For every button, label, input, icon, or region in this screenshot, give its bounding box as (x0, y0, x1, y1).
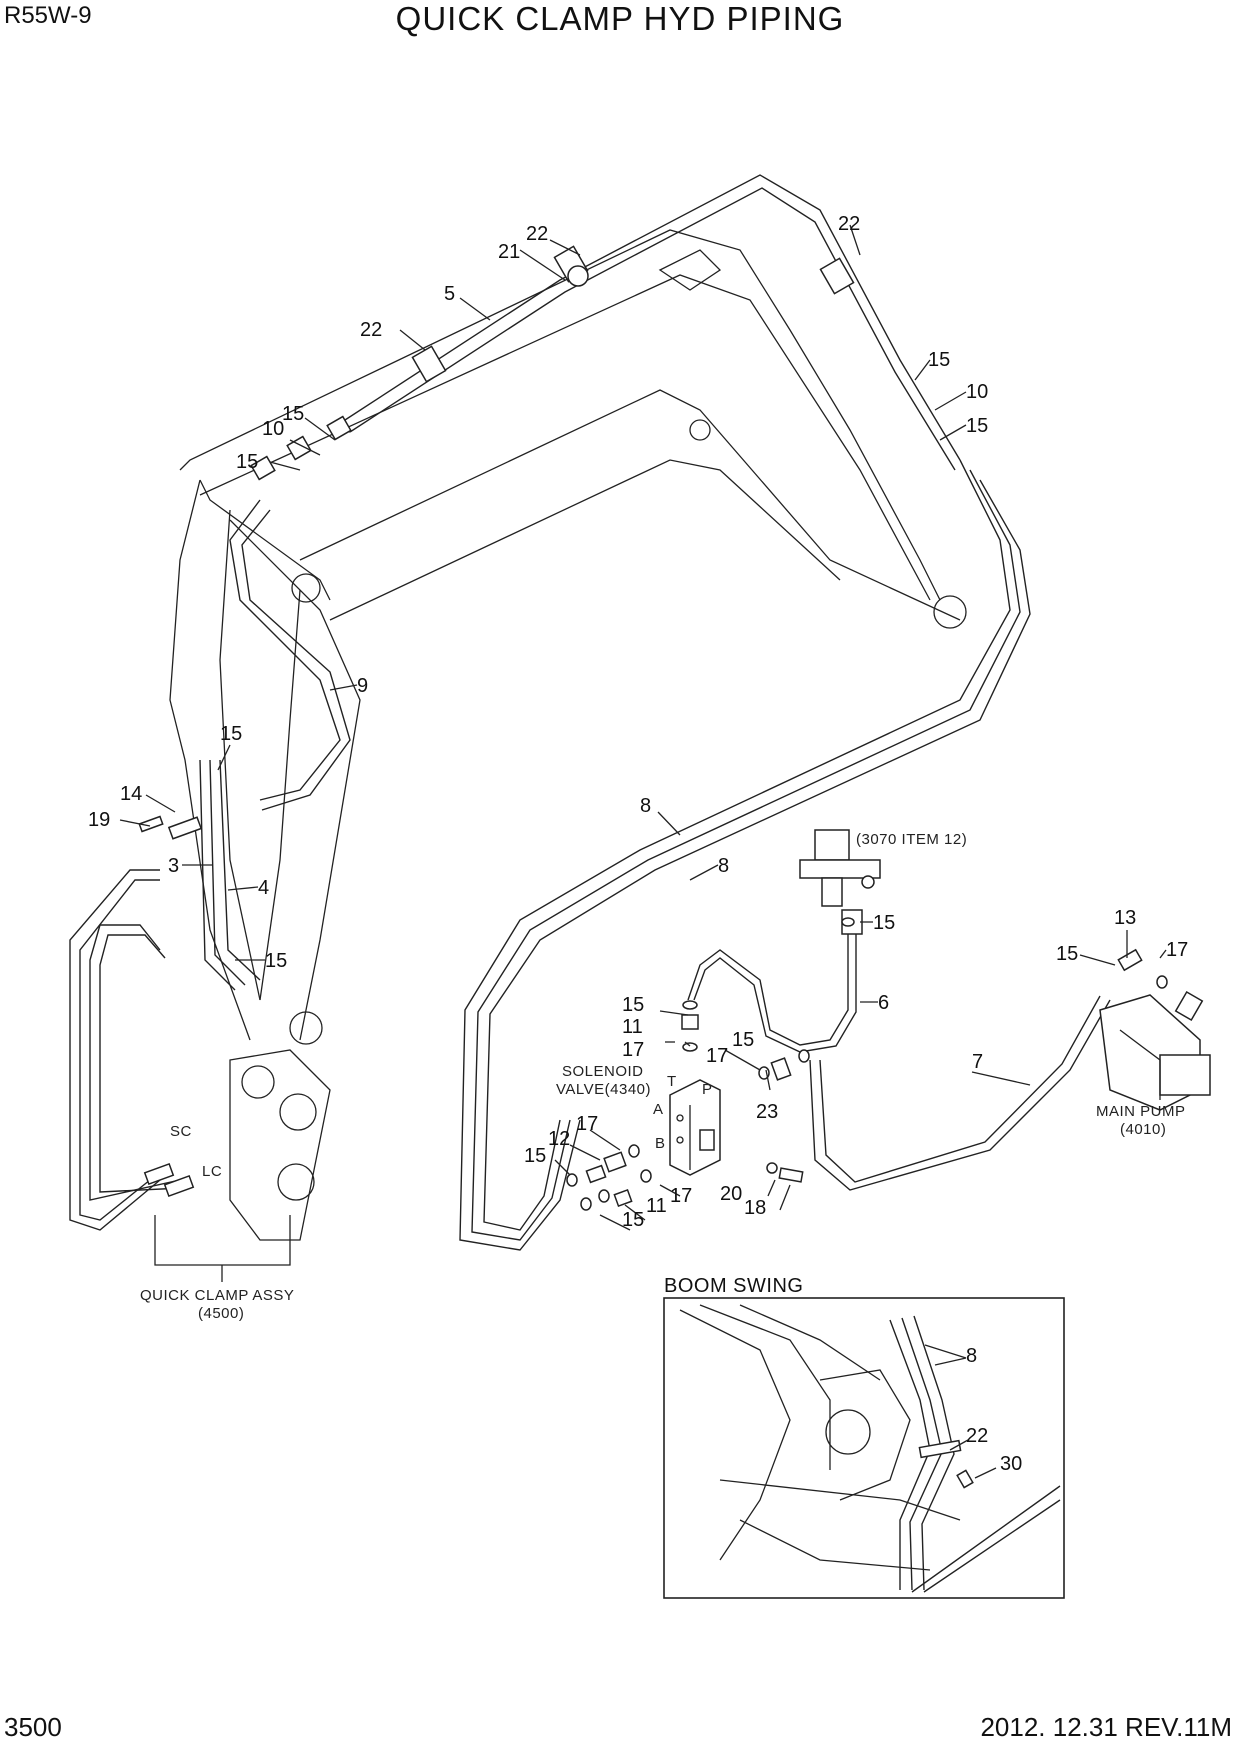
main-pump-label: MAIN PUMP (1096, 1103, 1186, 1120)
callout-15: 15 (220, 723, 242, 745)
callout-15: 15 (236, 451, 258, 473)
callout-22: 22 (966, 1425, 988, 1447)
port-b-label: B (655, 1135, 666, 1152)
callout-3: 3 (168, 855, 179, 877)
quick-clamp-assembly (143, 1049, 331, 1282)
callout-17: 17 (576, 1113, 598, 1135)
notes: (3070 ITEM 12) SOLENOID VALVE(4340) MAIN… (140, 831, 1186, 1322)
callout-15: 15 (622, 1209, 644, 1231)
callout-22: 22 (360, 319, 382, 341)
callout-22: 22 (526, 223, 548, 245)
main-pump (1099, 994, 1211, 1111)
callout-5: 5 (444, 283, 455, 305)
main-pump-label: (4010) (1120, 1121, 1166, 1138)
revision-date: 2012. 12.31 REV.11M (980, 1712, 1232, 1742)
callout-17: 17 (670, 1185, 692, 1207)
hose-7 (809, 995, 1111, 1191)
fittings (138, 815, 1204, 1211)
clamp-hoses (69, 759, 261, 1231)
port-sc-label: SC (170, 1123, 192, 1140)
boom-swing-inset: BOOM SWING 8 22 30 (663, 1275, 1065, 1599)
callout-17: 17 (706, 1045, 728, 1067)
boom-pipes (338, 174, 961, 471)
port-t-label: T (667, 1073, 677, 1090)
callout-10: 10 (262, 418, 284, 440)
callout-15: 15 (265, 950, 287, 972)
callout-8: 8 (718, 855, 729, 877)
callout-15: 15 (732, 1029, 754, 1051)
callout-15: 15 (966, 415, 988, 437)
callout-8: 8 (640, 795, 651, 817)
callout-15: 15 (873, 912, 895, 934)
callout-19: 19 (88, 809, 110, 831)
port-lc-label: LC (202, 1163, 222, 1180)
solenoid-valve-label: SOLENOID (562, 1063, 644, 1080)
callout-8: 8 (966, 1345, 977, 1367)
callout-23: 23 (756, 1101, 778, 1123)
boom-drawing (169, 229, 967, 1045)
callout-15: 15 (928, 349, 950, 371)
callouts: 22 21 5 22 22 15 10 15 15 10 15 9 15 14 … (88, 213, 1188, 1231)
callout-17: 17 (1166, 939, 1188, 961)
solenoid-valve (669, 1079, 721, 1176)
callout-4: 4 (258, 877, 269, 899)
page-number: 3500 (4, 1712, 62, 1742)
callout-18: 18 (744, 1197, 766, 1219)
callout-11: 11 (622, 1016, 643, 1038)
callout-11: 11 (646, 1195, 667, 1217)
port-p-label: P (702, 1081, 713, 1098)
port-a-label: A (653, 1101, 664, 1118)
callout-15: 15 (1056, 943, 1078, 965)
inset-heading: BOOM SWING (664, 1275, 803, 1297)
callout-17: 17 (622, 1039, 644, 1061)
long-hoses (459, 459, 1031, 1251)
item-reference-note: (3070 ITEM 12) (856, 831, 967, 848)
model-code: R55W-9 (4, 2, 92, 29)
callout-15: 15 (524, 1145, 546, 1167)
callout-15: 15 (282, 403, 304, 425)
callout-14: 14 (120, 783, 142, 805)
callout-30: 30 (1000, 1453, 1022, 1475)
quick-clamp-label: QUICK CLAMP ASSY (140, 1287, 294, 1304)
arm-pipes (229, 415, 352, 811)
callout-7: 7 (972, 1051, 983, 1073)
callout-22: 22 (838, 213, 860, 235)
callout-13: 13 (1114, 907, 1136, 929)
leader-lines (119, 224, 1167, 1231)
solenoid-reference-part (799, 829, 881, 907)
callout-9: 9 (357, 675, 368, 697)
callout-21: 21 (498, 241, 520, 263)
callout-12: 12 (548, 1128, 570, 1150)
page-title: QUICK CLAMP HYD PIPING (395, 0, 845, 37)
callout-10: 10 (966, 381, 988, 403)
hose-6 (687, 909, 863, 1053)
quick-clamp-label: (4500) (198, 1305, 244, 1322)
callout-6: 6 (878, 992, 889, 1014)
callout-20: 20 (720, 1183, 742, 1205)
solenoid-valve-label: VALVE(4340) (556, 1081, 651, 1098)
callout-15: 15 (622, 994, 644, 1016)
